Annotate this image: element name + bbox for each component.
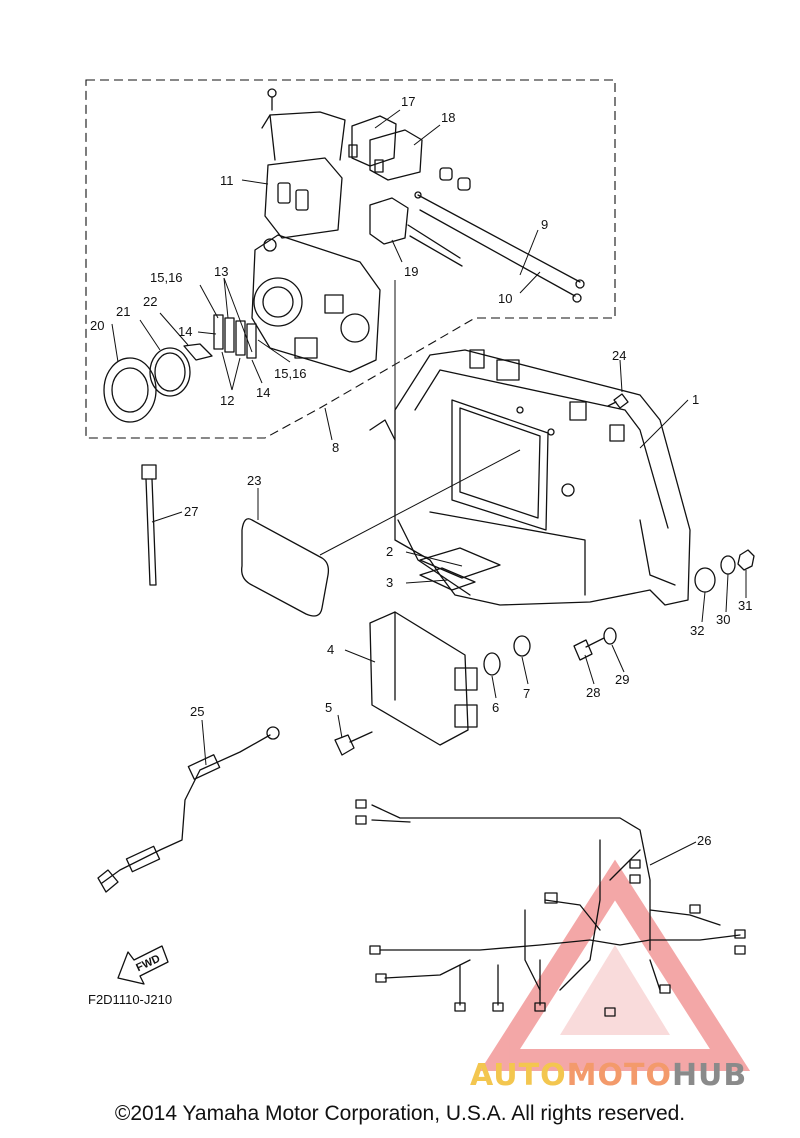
callout-17: 17 <box>401 94 415 109</box>
callout-11: 11 <box>220 173 234 188</box>
watermark-moto: MOTO <box>566 1058 672 1093</box>
nut-31 <box>737 549 755 571</box>
fuse-block <box>213 314 257 359</box>
callout-14b: 14 <box>256 385 270 400</box>
callout-12: 12 <box>220 393 234 408</box>
label-plate-3 <box>419 567 476 591</box>
cap-and-oring <box>103 343 213 423</box>
label-plate-2 <box>419 547 501 579</box>
bolt-5 <box>334 731 373 756</box>
callout-6: 6 <box>492 700 499 715</box>
assembly-boundary <box>85 79 616 439</box>
watermark-logo: AUTOMOTOHUB <box>470 1058 747 1093</box>
callout-25: 25 <box>190 704 204 719</box>
screw-24 <box>607 393 629 409</box>
callout-10: 10 <box>498 291 512 306</box>
gasket-23 <box>241 518 330 617</box>
callout-20: 20 <box>90 318 104 333</box>
forward-direction-arrow: FWD <box>117 945 169 985</box>
washer-30 <box>720 555 736 575</box>
diagram-code: F2D1110-J210 <box>88 992 173 1007</box>
grommet-7 <box>513 635 531 657</box>
collar-32 <box>694 567 716 593</box>
grommet-6 <box>483 652 501 676</box>
cable-25 <box>97 726 280 893</box>
module-assembly <box>251 88 423 373</box>
copyright-notice: ©2014 Yamaha Motor Corporation, U.S.A. A… <box>114 1102 686 1125</box>
callout-9: 9 <box>541 217 548 232</box>
callout-15-16a: 15,16 <box>150 270 183 285</box>
callout-1: 1 <box>692 392 699 407</box>
callout-4: 4 <box>327 642 334 657</box>
callout-15-16b: 15,16 <box>274 366 307 381</box>
watermark-triangle <box>479 859 751 1071</box>
callout-18: 18 <box>441 110 455 125</box>
callout-19: 19 <box>404 264 418 279</box>
callout-32: 32 <box>690 623 704 638</box>
callout-30: 30 <box>716 612 730 627</box>
watermark-hub: HUB <box>671 1058 748 1093</box>
callout-23: 23 <box>247 473 261 488</box>
wire-leads <box>407 167 585 303</box>
callout-8: 8 <box>332 440 339 455</box>
wire-harness-26 <box>355 799 746 1017</box>
callout-29: 29 <box>615 672 629 687</box>
callout-27: 27 <box>184 504 198 519</box>
callout-14a: 14 <box>178 324 192 339</box>
washer-29 <box>603 627 617 645</box>
callout-26: 26 <box>697 833 711 848</box>
cable-tie-27 <box>141 464 157 586</box>
callout-21: 21 <box>116 304 130 319</box>
control-unit-4 <box>369 611 478 746</box>
callouts: 1 2 3 4 5 6 7 8 9 10 11 12 13 14 14 15,1… <box>90 94 752 848</box>
connector-19 <box>369 197 409 245</box>
exploded-parts-diagram: FWD <box>85 79 755 1071</box>
callout-3: 3 <box>386 575 393 590</box>
callout-28: 28 <box>586 685 600 700</box>
fwd-label: FWD <box>134 953 162 974</box>
callout-22: 22 <box>143 294 157 309</box>
electrical-box-housing <box>369 349 691 606</box>
callout-13: 13 <box>214 264 228 279</box>
callout-5: 5 <box>325 700 332 715</box>
leader-lines <box>111 109 747 866</box>
callout-24: 24 <box>612 348 626 363</box>
bolt-28 <box>573 637 605 661</box>
watermark-auto: AUTO <box>470 1058 567 1093</box>
callout-31: 31 <box>738 598 752 613</box>
callout-2: 2 <box>386 544 393 559</box>
callout-7: 7 <box>523 686 530 701</box>
